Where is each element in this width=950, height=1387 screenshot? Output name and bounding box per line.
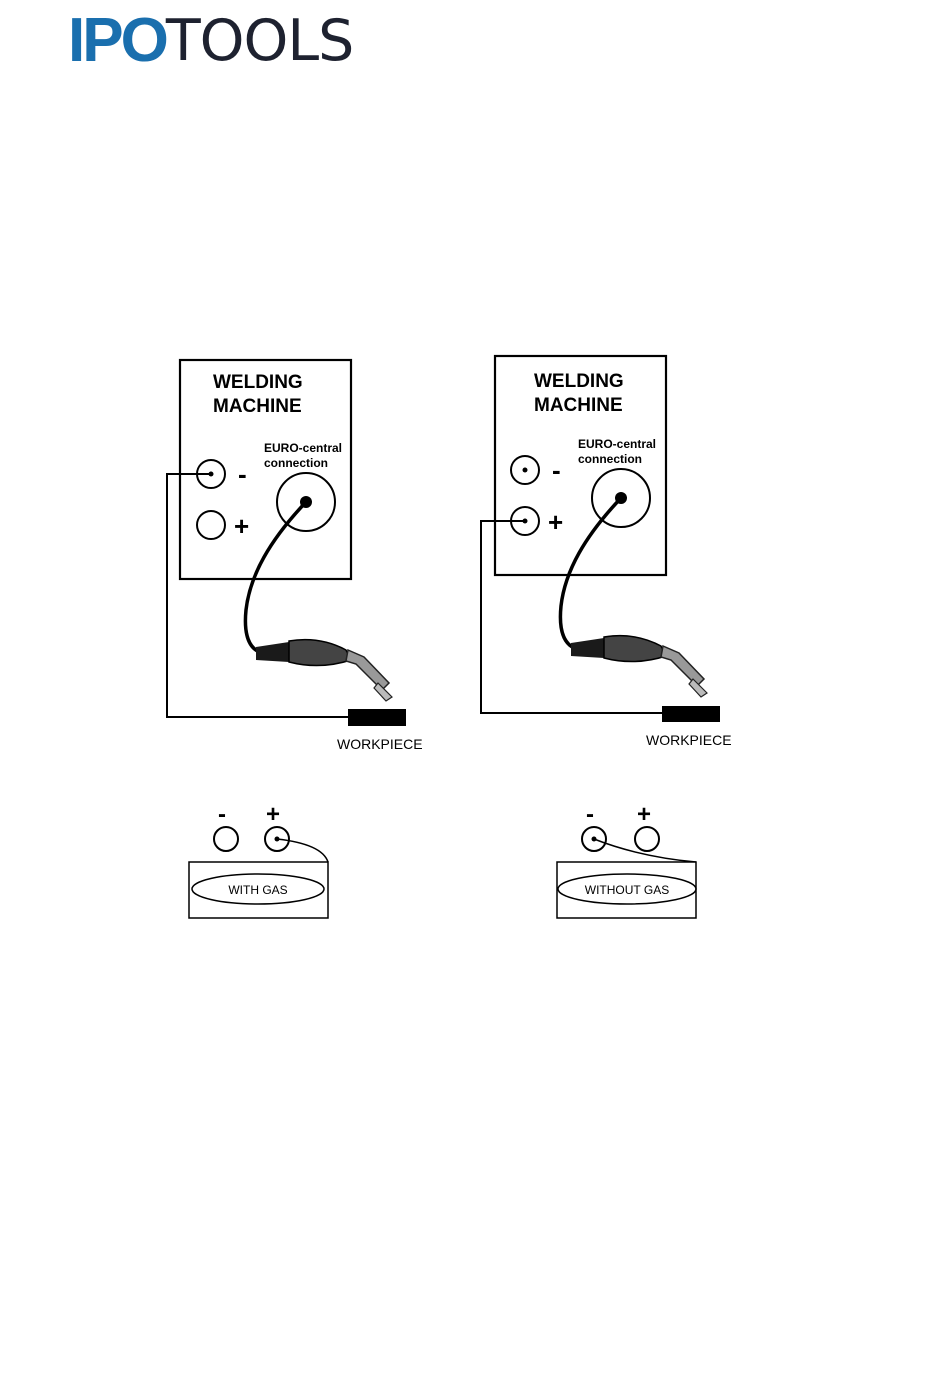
polarity-minus-terminal <box>214 827 238 851</box>
polarity-minus-sign: - <box>218 801 226 828</box>
minus-terminal-pin <box>523 468 528 473</box>
euro-label-line2: connection <box>264 456 328 470</box>
machine-label-line1: WELDING <box>213 372 303 393</box>
polarity-plus-sign: + <box>266 801 280 828</box>
polarity-without-gas: - + WITHOUT GAS <box>557 801 696 918</box>
minus-sign: - <box>238 459 247 489</box>
workpiece-block <box>348 709 406 726</box>
polarity-label: WITHOUT GAS <box>585 883 669 897</box>
euro-label-line1: EURO-central <box>264 441 342 455</box>
plus-sign: + <box>234 511 249 541</box>
plus-terminal <box>197 511 225 539</box>
polarity-plus-terminal <box>635 827 659 851</box>
polarity-label: WITH GAS <box>228 883 287 897</box>
polarity-with-gas: - + WITH GAS <box>189 801 328 918</box>
machine-label-line1: WELDING <box>534 371 624 392</box>
ground-cable <box>481 521 662 713</box>
euro-label-line2: connection <box>578 452 642 466</box>
mig-torch <box>256 640 392 701</box>
machine-label-line2: MACHINE <box>534 395 623 416</box>
polarity-plus-sign: + <box>637 801 651 828</box>
workpiece-label: WORKPIECE <box>646 732 732 748</box>
workpiece-label: WORKPIECE <box>337 736 423 752</box>
polarity-minus-sign: - <box>586 801 594 828</box>
mig-torch <box>571 636 707 697</box>
panel-with-gas-connection: WELDING MACHINE EURO-central connection … <box>167 360 423 752</box>
plus-sign: + <box>548 507 563 537</box>
minus-sign: - <box>552 455 561 485</box>
machine-label-line2: MACHINE <box>213 396 302 417</box>
workpiece-block <box>662 706 720 722</box>
panel-without-gas-connection: WELDING MACHINE EURO-central connection … <box>481 356 732 748</box>
euro-label-line1: EURO-central <box>578 437 656 451</box>
